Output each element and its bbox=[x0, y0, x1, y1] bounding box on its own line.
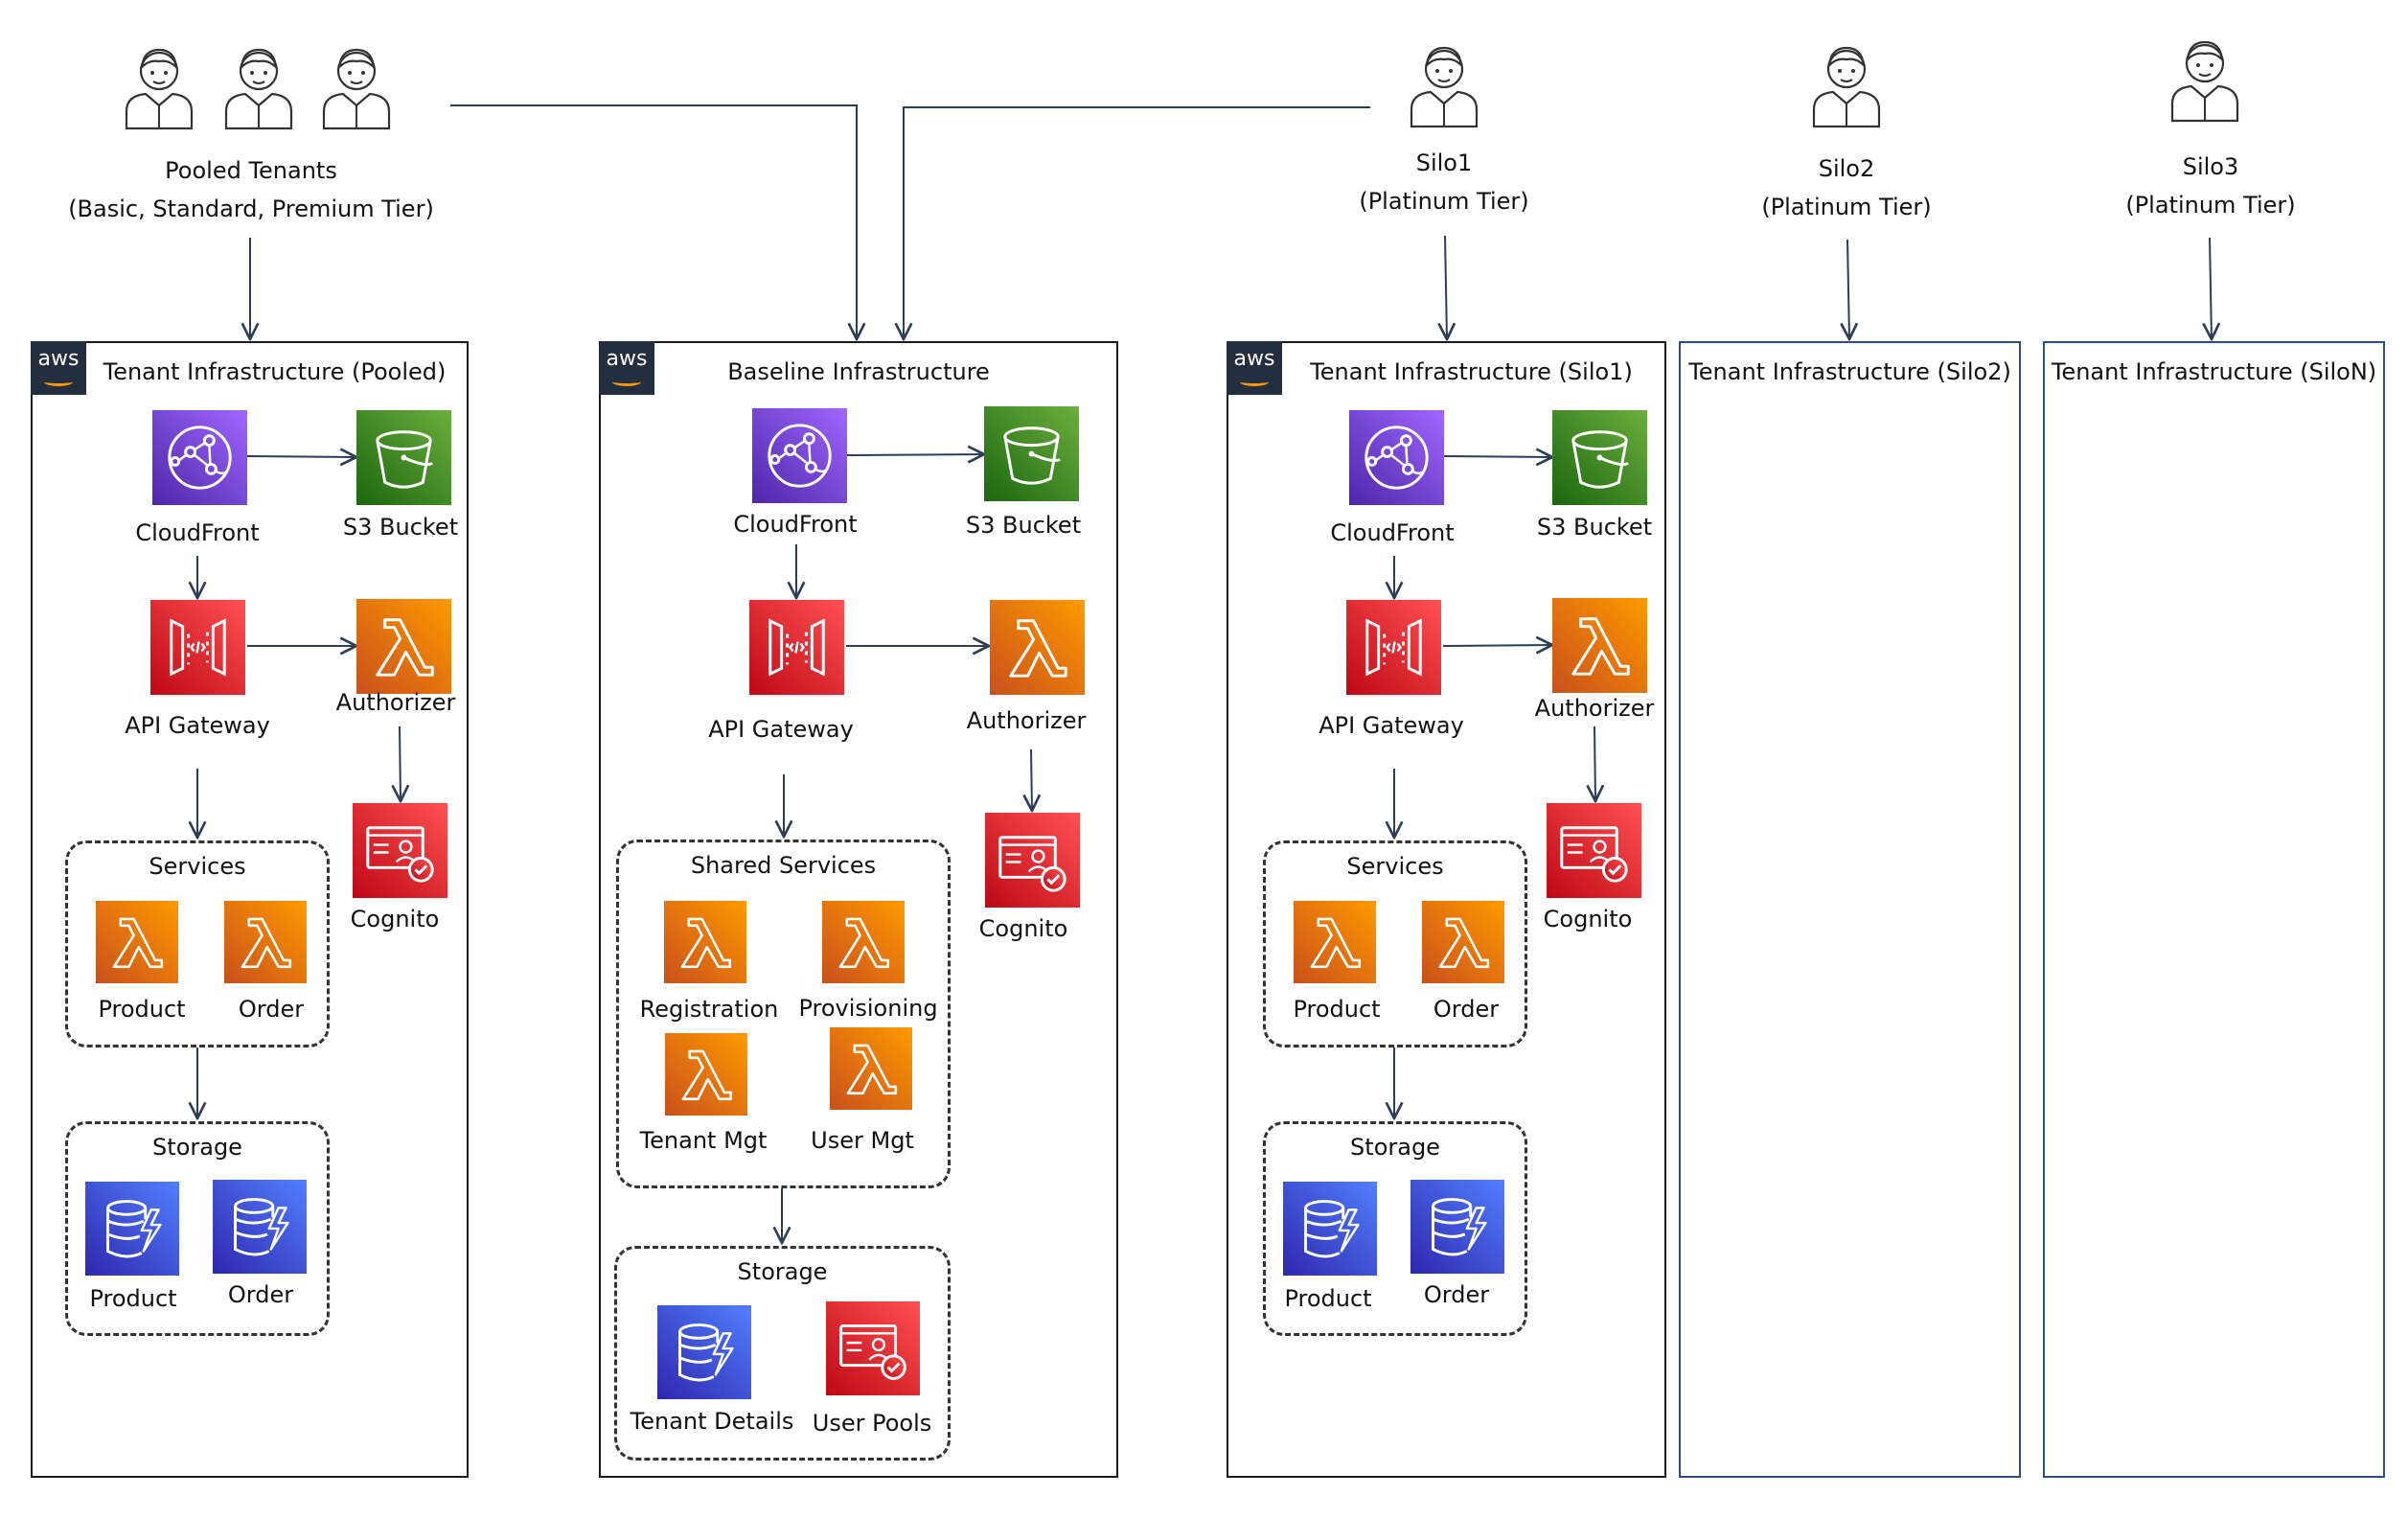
cognito-label: Cognito bbox=[350, 906, 440, 932]
dynamodb-icon bbox=[657, 1305, 751, 1399]
authorizer-label: Authorizer bbox=[966, 707, 1087, 734]
lambda-icon bbox=[356, 599, 451, 694]
silo1-tenant-label: Silo1(Platinum Tier) bbox=[1359, 150, 1529, 215]
provisioning-label: Provisioning bbox=[798, 995, 938, 1022]
cognito-icon bbox=[826, 1301, 920, 1395]
aws-logo: aws bbox=[599, 341, 654, 395]
lambda-icon bbox=[822, 901, 905, 983]
tenant-mgt-label: Tenant Mgt bbox=[639, 1127, 768, 1154]
cloudfront-icon bbox=[752, 408, 847, 503]
api-gateway-icon bbox=[1346, 600, 1441, 695]
api-gateway-icon bbox=[749, 600, 844, 695]
lambda-icon bbox=[665, 1033, 747, 1116]
authorizer-label: Authorizer bbox=[1534, 695, 1655, 722]
tenant-details-label: Tenant Details bbox=[630, 1408, 794, 1435]
lambda-icon bbox=[830, 1027, 912, 1110]
api-gateway-label: API Gateway bbox=[708, 716, 854, 743]
dynamodb-icon bbox=[213, 1180, 307, 1274]
dynamodb-icon bbox=[1410, 1180, 1504, 1274]
authorizer-label: Authorizer bbox=[335, 689, 456, 716]
service-order-label: Order bbox=[1433, 996, 1500, 1023]
lambda-icon bbox=[990, 600, 1085, 695]
aws-logo: aws bbox=[1227, 341, 1282, 395]
lambda-icon bbox=[224, 901, 307, 983]
cloudfront-icon bbox=[152, 410, 247, 505]
shared-services-group: Shared Services bbox=[616, 840, 951, 1188]
dynamodb-icon bbox=[85, 1182, 179, 1276]
cognito-icon bbox=[985, 813, 1080, 908]
s3-bucket-label: S3 Bucket bbox=[342, 514, 459, 541]
panel-title: Baseline Infrastructure bbox=[727, 358, 990, 385]
pooled-services-group: Services bbox=[65, 840, 330, 1047]
panel-title: Tenant Infrastructure (Pooled) bbox=[103, 358, 447, 385]
api-gateway-icon bbox=[150, 600, 245, 695]
cognito-label: Cognito bbox=[1543, 906, 1633, 932]
aws-logo: aws bbox=[31, 341, 86, 395]
lambda-icon bbox=[1294, 901, 1376, 983]
storage-order-label: Order bbox=[1423, 1281, 1490, 1308]
s3-bucket-label: S3 Bucket bbox=[965, 512, 1082, 539]
cloudfront-label: CloudFront bbox=[135, 519, 260, 546]
service-order-label: Order bbox=[238, 996, 305, 1023]
panel-title: Tenant Infrastructure (Silo2) bbox=[1688, 358, 2011, 385]
cognito-icon bbox=[1547, 803, 1641, 898]
baseline-storage-group: Storage bbox=[614, 1246, 951, 1461]
silo2-tenant-label: Silo2(Platinum Tier) bbox=[1761, 155, 1932, 220]
registration-label: Registration bbox=[639, 996, 779, 1023]
lambda-icon bbox=[96, 901, 178, 983]
lambda-icon bbox=[664, 901, 746, 983]
s3-bucket-label: S3 Bucket bbox=[1536, 514, 1653, 541]
pooled-storage-group: Storage bbox=[65, 1121, 330, 1336]
service-product-label: Product bbox=[98, 996, 186, 1023]
storage-product-label: Product bbox=[89, 1285, 177, 1312]
storage-order-label: Order bbox=[227, 1281, 294, 1308]
cloudfront-label: CloudFront bbox=[1330, 519, 1455, 546]
api-gateway-label: API Gateway bbox=[125, 712, 270, 739]
service-product-label: Product bbox=[1293, 996, 1381, 1023]
silon-infrastructure-panel: Tenant Infrastructure (SiloN) bbox=[2043, 341, 2385, 1478]
silo1-storage-group: Storage bbox=[1263, 1121, 1527, 1336]
s3-bucket-icon bbox=[1552, 410, 1647, 505]
silo3-tenant-label: Silo3(Platinum Tier) bbox=[2125, 153, 2296, 219]
panel-title: Tenant Infrastructure (Silo1) bbox=[1310, 358, 1633, 385]
dynamodb-icon bbox=[1283, 1182, 1377, 1276]
s3-bucket-icon bbox=[356, 410, 451, 505]
cloudfront-label: CloudFront bbox=[733, 511, 858, 538]
panel-title: Tenant Infrastructure (SiloN) bbox=[2051, 358, 2377, 385]
lambda-icon bbox=[1422, 901, 1504, 983]
silo2-infrastructure-panel: Tenant Infrastructure (Silo2) bbox=[1679, 341, 2021, 1478]
cognito-label: Cognito bbox=[978, 915, 1068, 942]
user-pools-label: User Pools bbox=[812, 1410, 932, 1437]
lambda-icon bbox=[1552, 598, 1647, 693]
silo1-services-group: Services bbox=[1263, 840, 1527, 1047]
cloudfront-icon bbox=[1349, 410, 1444, 505]
storage-product-label: Product bbox=[1284, 1285, 1372, 1312]
api-gateway-label: API Gateway bbox=[1319, 712, 1464, 739]
cognito-icon bbox=[353, 803, 447, 898]
pooled-tenants-label: Pooled Tenants(Basic, Standard, Premium … bbox=[68, 157, 434, 222]
s3-bucket-icon bbox=[984, 406, 1079, 501]
user-mgt-label: User Mgt bbox=[811, 1127, 914, 1154]
